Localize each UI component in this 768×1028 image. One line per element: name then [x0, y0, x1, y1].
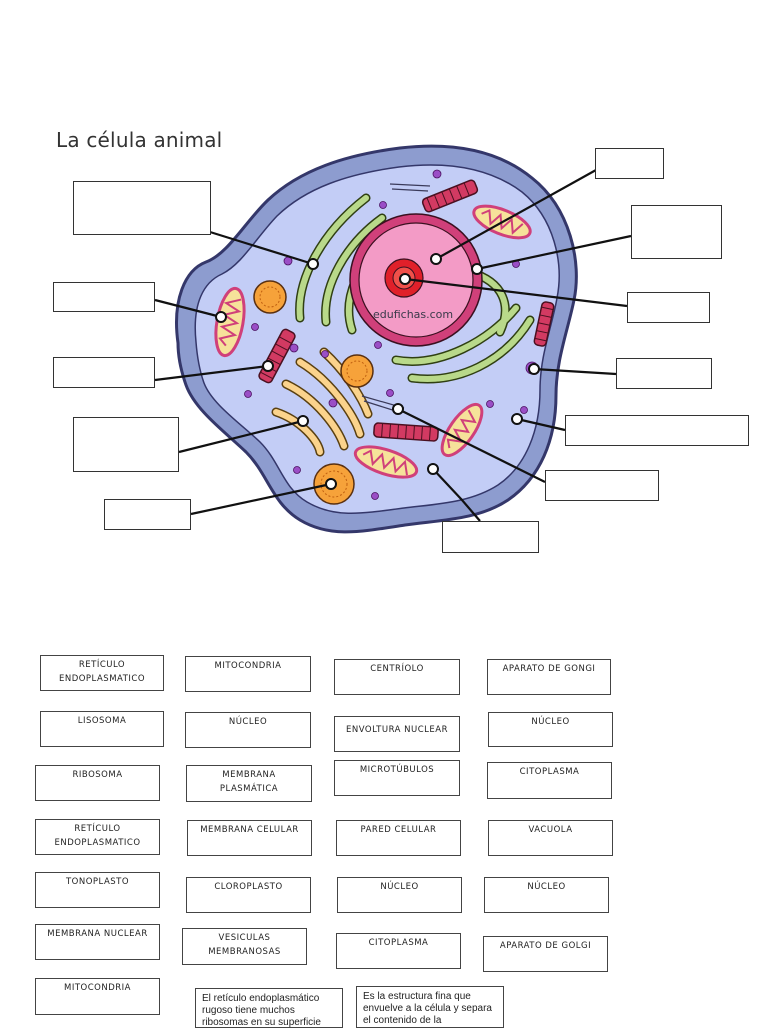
label-box-cell-membrane[interactable]: [565, 415, 749, 446]
lysosomes: [253, 280, 374, 505]
watermark: edufichas.com: [373, 308, 453, 321]
word-card[interactable]: MEMBRANA NUCLEAR: [35, 924, 160, 960]
word-card[interactable]: MITOCONDRIA: [185, 656, 311, 692]
label-pointer-dots: [215, 253, 540, 490]
word-card[interactable]: MEMBRANA CELULAR: [187, 820, 312, 856]
word-card[interactable]: NÚCLEO: [185, 712, 311, 748]
label-box-lysosome[interactable]: [104, 499, 191, 530]
label-box-centriole[interactable]: [53, 357, 155, 388]
word-card[interactable]: MEMBRANA PLASMÁTICA: [186, 765, 312, 802]
label-box-golgi[interactable]: [73, 417, 179, 472]
label-box-nuclear-envelope[interactable]: [631, 205, 722, 259]
word-card[interactable]: MITOCONDRIA: [35, 978, 160, 1015]
word-card[interactable]: MICROTÚBULOS: [334, 760, 460, 796]
label-box-cytoplasm[interactable]: [442, 521, 539, 553]
word-card[interactable]: ENVOLTURA NUCLEAR: [334, 716, 460, 752]
word-card[interactable]: CITOPLASMA: [336, 933, 461, 969]
word-card[interactable]: NÚCLEO: [337, 877, 462, 913]
mitochondria: [214, 204, 532, 479]
word-card[interactable]: TONOPLASTO: [35, 872, 160, 908]
label-box-microtubules[interactable]: [545, 470, 659, 501]
label-box-mitochondria[interactable]: [53, 282, 155, 312]
animal-cell-diagram: edufichas.com: [154, 144, 632, 534]
diagram-title: La célula animal: [56, 128, 223, 152]
label-box-nucleolus[interactable]: [627, 292, 710, 323]
word-card[interactable]: VACUOLA: [488, 820, 613, 856]
word-card[interactable]: CLOROPLASTO: [186, 877, 311, 913]
label-box-er-rough[interactable]: [73, 181, 211, 235]
word-card[interactable]: CENTRÍOLO: [334, 659, 460, 695]
word-card[interactable]: APARATO DE GONGI: [487, 659, 611, 695]
definition-card[interactable]: El retículo endoplasmático rugoso tiene …: [195, 988, 343, 1028]
word-card[interactable]: RETÍCULO ENDOPLASMATICO: [40, 655, 164, 691]
label-box-vesicle[interactable]: [616, 358, 712, 389]
word-card[interactable]: APARATO DE GOLGI: [483, 936, 608, 972]
label-box-nucleus[interactable]: [595, 148, 664, 179]
word-card[interactable]: CITOPLASMA: [487, 762, 612, 799]
word-card[interactable]: LISOSOMA: [40, 711, 164, 747]
word-card[interactable]: PARED CELULAR: [336, 820, 461, 856]
word-card[interactable]: RIBOSOMA: [35, 765, 160, 801]
word-card[interactable]: NÚCLEO: [488, 712, 613, 747]
label-leader-lines: [154, 169, 632, 522]
definition-card[interactable]: Es la estructura fina que envuelve a la …: [356, 986, 504, 1028]
word-card[interactable]: RETÍCULO ENDOPLASMATICO: [35, 819, 160, 855]
word-card[interactable]: NÚCLEO: [484, 877, 609, 913]
word-card[interactable]: VESICULAS MEMBRANOSAS: [182, 928, 307, 965]
